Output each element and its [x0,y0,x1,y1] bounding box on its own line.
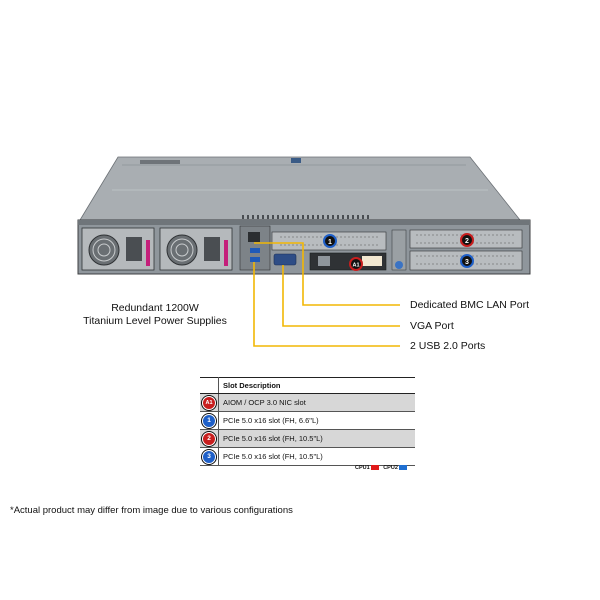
badge-aiom: A1 [349,257,363,271]
cpu2-label: CPU2 [383,465,398,471]
usb-port-1 [250,248,260,253]
usb-port-2 [250,257,260,262]
psu-label-line1: Redundant 1200W [111,302,199,314]
vga-port [273,253,297,266]
badge-slot-2-text: 2 [465,238,469,245]
table-row: A1 AIOM / OCP 3.0 NIC slot [200,393,415,412]
slot-text: AIOM / OCP 3.0 NIC slot [218,393,415,412]
table-row: 2 PCIe 5.0 x16 slot (FH, 10.5"L) [200,429,415,448]
vga-callout-label: VGA Port [410,320,454,332]
cpu1-swatch [370,465,379,471]
bmc-lan-port [248,232,260,242]
cpu-legend: CPU1 CPU2 [355,465,410,471]
slot-badge: 3 [202,449,216,464]
usb-callout-label: 2 USB 2.0 Ports [410,340,486,352]
slot-description-table: Slot Description A1 AIOM / OCP 3.0 NIC s… [200,377,415,466]
badge-slot-1: 1 [323,234,337,248]
callout-line-vga [282,265,400,327]
table-row: 3 PCIe 5.0 x16 slot (FH, 10.5"L) [200,447,415,466]
psu-label-line2: Titanium Level Power Supplies [83,315,227,327]
badge-slot-3-text: 3 [465,259,469,266]
cpu1-label: CPU1 [355,465,370,471]
vent-row [242,215,369,219]
power-supply-1 [81,227,155,271]
badge-slot-2: 2 [460,233,474,247]
slot-badge: 1 [202,413,216,428]
badge-aiom-text: A1 [352,263,359,269]
badge-slot-1-text: 1 [328,239,332,246]
badge-slot-3: 3 [460,254,474,268]
chassis-top-cover [79,156,521,221]
slot-text: PCIe 5.0 x16 slot (FH, 10.5"L) [218,429,415,448]
slot-badge: 2 [202,431,216,446]
psu-label: Redundant 1200W Titanium Level Power Sup… [70,302,240,328]
callout-line-usb [253,262,400,347]
slot-text: PCIe 5.0 x16 slot (FH, 10.5"L) [218,447,415,466]
callout-line-bmc [254,242,400,306]
power-supply-2 [159,227,233,271]
table-row: 1 PCIe 5.0 x16 slot (FH, 6.6"L) [200,411,415,430]
cpu2-swatch [398,465,407,471]
disclaimer-text: *Actual product may differ from image du… [10,505,293,516]
table-header: Slot Description [218,377,415,394]
slot-badge: A1 [202,395,216,410]
bmc-callout-label: Dedicated BMC LAN Port [410,299,530,311]
callout-lines [253,242,400,347]
slot-text: PCIe 5.0 x16 slot (FH, 6.6"L) [218,411,415,430]
table-header-row: Slot Description [200,377,415,394]
